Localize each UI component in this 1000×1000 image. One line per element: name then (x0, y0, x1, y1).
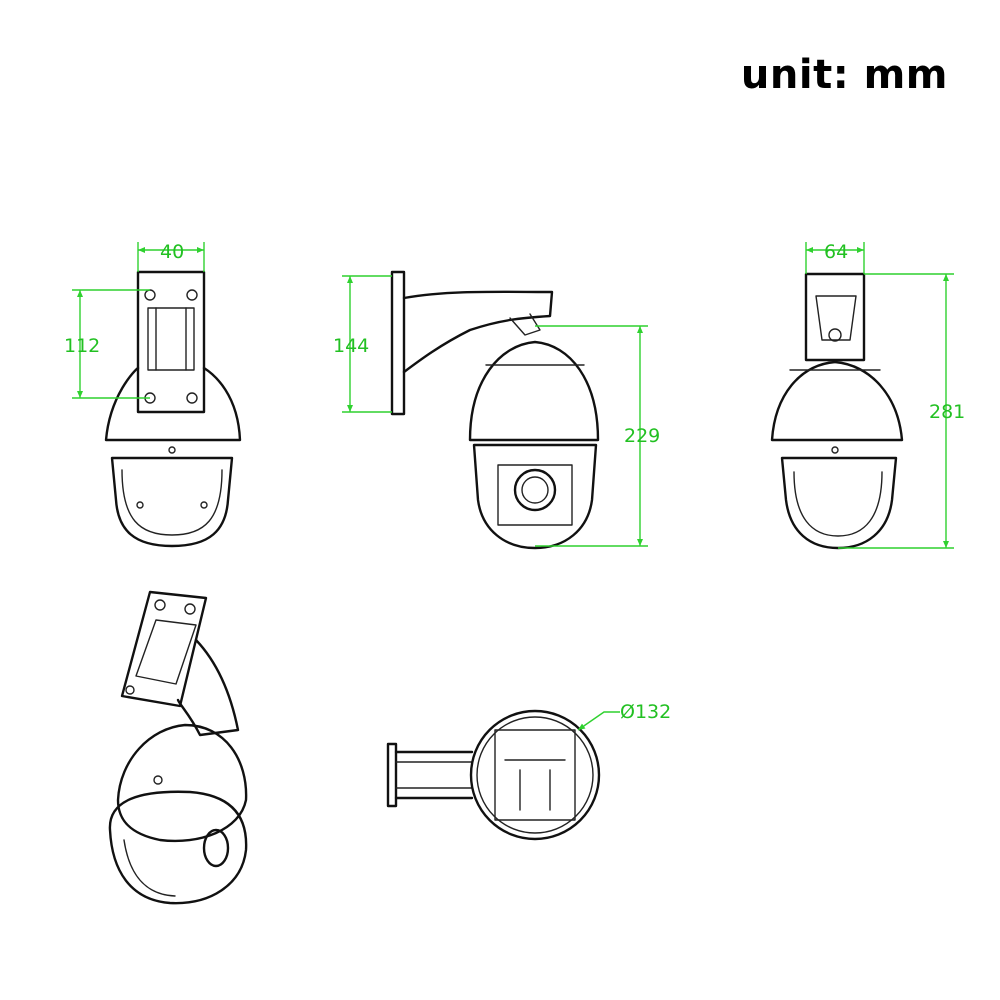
side-lens (513, 468, 557, 512)
front-mount-plate (136, 270, 206, 414)
iso-dome (116, 723, 248, 843)
top-wall-plate (386, 742, 398, 808)
dim-front-height: 112 (64, 335, 100, 357)
side-dome (468, 340, 600, 442)
dim-rear-width: 64 (824, 241, 848, 263)
rear-mount (804, 272, 866, 362)
iso-mount-plate (120, 590, 208, 708)
dim-side-camera: 229 (624, 425, 660, 447)
top-arm (394, 750, 474, 800)
front-dome (104, 366, 242, 442)
side-wall-plate (390, 270, 406, 416)
dim-side-bracket: 144 (333, 335, 369, 357)
front-view: 40 112 (64, 241, 242, 548)
side-view: 144 229 (333, 270, 660, 550)
iso-head (108, 790, 248, 905)
dim-rear-total: 281 (929, 401, 965, 423)
front-head (110, 456, 234, 548)
rear-dome (770, 360, 904, 442)
unit-label: unit: mm (740, 52, 948, 98)
iso-lens (202, 828, 230, 868)
dim-front-width: 40 (160, 241, 184, 263)
dim-top-diameter: Ø132 (620, 701, 671, 723)
top-view: Ø132 (386, 701, 671, 841)
side-arm (402, 290, 554, 374)
isometric-view (108, 590, 248, 905)
iso-arm (176, 638, 240, 737)
side-head (472, 443, 598, 550)
top-dome-outer (469, 709, 601, 841)
rear-view: 64 281 (770, 241, 965, 550)
